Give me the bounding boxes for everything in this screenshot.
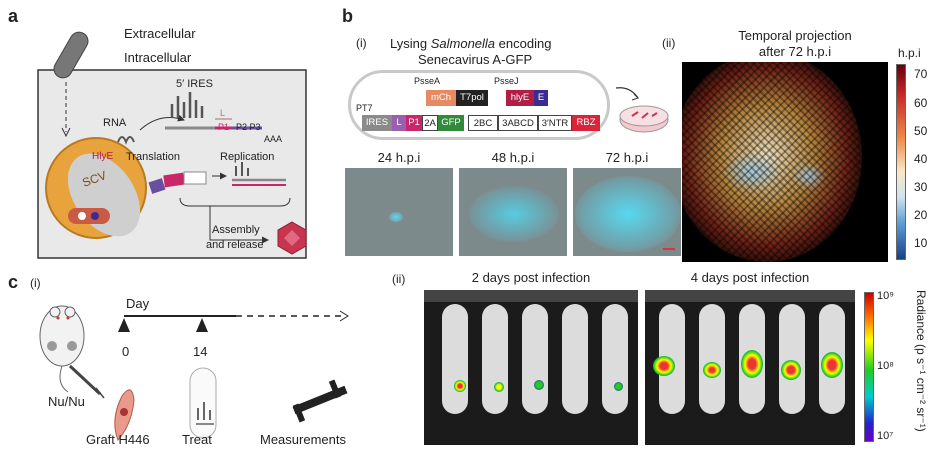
hpi-colorbar: [896, 64, 906, 260]
radiance-tick-1e8: 10⁸: [877, 360, 894, 372]
projection-title-line2: after 72 h.p.i: [758, 44, 832, 59]
day2-title: 2 days post infection: [471, 270, 591, 285]
label-l: L: [220, 108, 226, 118]
marker-day0: [118, 318, 130, 332]
label-extracellular: Extracellular: [124, 26, 196, 41]
timeline-day0: 0: [122, 344, 130, 359]
temporal-projection-image: [682, 62, 888, 262]
label-aaa: AAA: [264, 134, 283, 144]
timepoint-48: 48 h.p.i: [491, 150, 535, 165]
promoter-pssej: PsseJ: [494, 76, 519, 86]
colorbar-tick-50: 50: [914, 124, 928, 138]
gene-rbz: RBZ: [572, 115, 600, 131]
colorbar-tick-30: 30: [914, 180, 928, 194]
label-rna: RNA: [103, 117, 127, 129]
micrograph-48hpi: [459, 168, 567, 256]
panel-b-title: Lysing Salmonella encoding: [390, 36, 551, 51]
label-replication: Replication: [220, 151, 275, 163]
gene-p1: P1: [406, 115, 422, 131]
ires-rna-icon: [165, 92, 262, 130]
plasmid-outline: [348, 70, 610, 140]
petri-dish-icon: [615, 87, 669, 133]
radiance-axis-label: Radiance (p s⁻¹ cm⁻² sr⁻¹): [914, 290, 928, 432]
label-assembly: Assembly: [212, 224, 260, 236]
salmonella-icon: [53, 31, 89, 79]
label-intracellular: Intracellular: [124, 50, 192, 65]
title-pre: Lysing: [390, 36, 431, 51]
gene-3ntr: 3′NTR: [538, 115, 572, 131]
step-treat-label: Treat: [182, 432, 212, 447]
gene-mch: mCh: [426, 90, 456, 106]
step-measurements-label: Measurements: [260, 432, 346, 447]
replicated-rna-icon: [232, 162, 286, 186]
timepoint-24: 24 h.p.i: [377, 150, 421, 165]
gene-l: L: [392, 115, 406, 131]
caliper-icon: [292, 379, 348, 423]
label-ires: 5′ IRES: [176, 78, 213, 90]
title-post: encoding: [495, 36, 552, 51]
panel-b-ii-label: (ii): [662, 36, 676, 50]
panel-c-ii-label: (ii): [392, 272, 406, 286]
panel-b-title-line2: Senecavirus A-GFP: [418, 52, 533, 67]
label-p1: P1: [218, 122, 230, 132]
gene-ires: IRES: [362, 115, 392, 131]
day4-title: 4 days post infection: [690, 270, 810, 285]
gene-e: E: [534, 90, 548, 106]
promoter-pssea: PsseA: [414, 76, 441, 86]
mouse-icon: [39, 305, 85, 393]
timepoint-72: 72 h.p.i: [605, 150, 649, 165]
marker-day14: [196, 318, 208, 332]
title-italic: Salmonella: [430, 36, 496, 51]
gene-3abcd: 3ABCD: [498, 115, 538, 131]
label-translation: Translation: [126, 151, 181, 163]
panel-c-i-label: (i): [30, 276, 41, 290]
gene-t7pol: T7pol: [456, 90, 488, 106]
step-graft-label: Graft H446: [86, 432, 150, 447]
radiance-colorbar: [864, 292, 874, 442]
ivis-image-day2: [424, 290, 638, 445]
ivis-image-day4: [645, 290, 855, 445]
bacterium-in-scv-icon: [68, 208, 110, 224]
panel-label-b: b: [342, 6, 353, 26]
gene-2a: 2A: [422, 115, 438, 131]
panel-a-diagram: [37, 31, 307, 259]
micrograph-24hpi: [345, 168, 453, 256]
colorbar-tick-10: 10: [914, 236, 928, 250]
colorbar-title: h.p.i: [898, 46, 921, 60]
radiance-tick-1e7: 10⁷: [877, 430, 894, 442]
syringe-icon: [68, 364, 102, 396]
label-release: and release: [206, 239, 264, 251]
colorbar-tick-40: 40: [914, 152, 928, 166]
rna-hairpin-icon: [117, 136, 135, 145]
colorbar-tick-60: 60: [914, 96, 928, 110]
gene-2bc: 2BC: [468, 115, 498, 131]
panel-label-c: c: [8, 272, 19, 292]
micrograph-72hpi: [573, 168, 681, 256]
radiance-tick-1e9: 10⁹: [877, 290, 894, 302]
panel-label-a: a: [8, 6, 19, 26]
label-hlye: HlyE: [92, 151, 114, 162]
panel-c-timeline: [39, 305, 349, 441]
panel-b-i-label: (i): [356, 36, 367, 50]
colorbar-tick-20: 20: [914, 208, 928, 222]
promoter-pt7: PT7: [356, 103, 373, 113]
mouse-strain-label: Nu/Nu: [48, 394, 85, 409]
gene-hlye: hlyE: [506, 90, 534, 106]
timeline-day-label: Day: [126, 296, 150, 311]
projection-title-line1: Temporal projection: [738, 28, 852, 43]
gene-gfp: GFP: [438, 115, 464, 131]
label-p2p3: P2 P3: [236, 122, 261, 132]
timeline-day14: 14: [193, 344, 208, 359]
colorbar-tick-70: 70: [914, 67, 928, 81]
